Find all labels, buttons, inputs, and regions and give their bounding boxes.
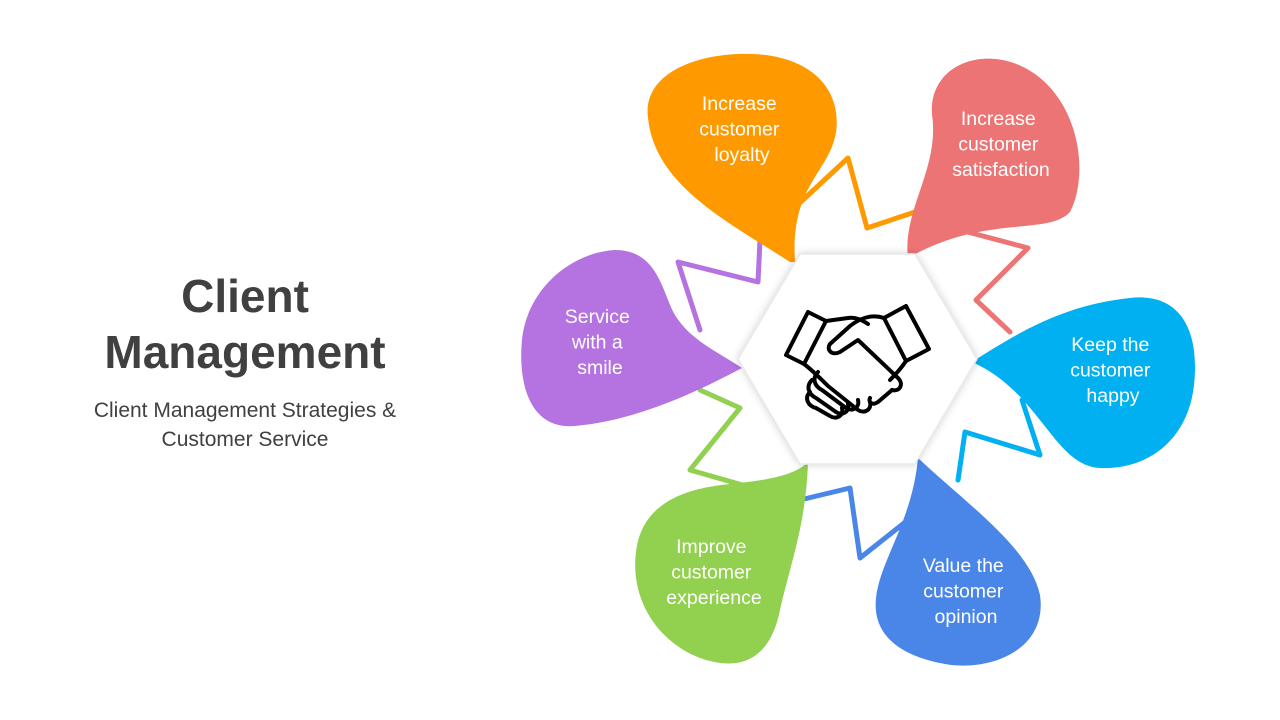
petal-label: Improve customer experience	[666, 536, 761, 609]
petal-label: Service with a smile	[565, 306, 635, 379]
petal-label: Increase customer satisfaction	[952, 108, 1050, 181]
petal-shape	[647, 53, 837, 262]
connector-happy	[955, 397, 1043, 483]
connector-loyalty	[787, 155, 918, 231]
petal-label: Keep the customer happy	[1070, 334, 1156, 407]
petal-label: Value the customer opinion	[923, 555, 1009, 628]
petal-shape	[875, 458, 1041, 666]
connector-experience	[687, 387, 763, 493]
title-line-1: Client	[181, 270, 309, 322]
handshake-icon	[784, 304, 931, 420]
petal-improve-experience[interactable]: Improve customer experience	[635, 462, 808, 664]
subtitle-line-1: Client Management Strategies &	[93, 399, 397, 422]
petal-shape	[907, 58, 1080, 258]
petal-keep-happy[interactable]: Keep the customer happy	[972, 297, 1196, 469]
slide-title: Client Management	[40, 268, 450, 380]
subtitle-line-2: Customer Service	[161, 428, 329, 451]
petal-increase-satisfaction[interactable]: Increase customer satisfaction	[907, 58, 1080, 258]
connectors	[675, 155, 1043, 561]
petal-value-opinion[interactable]: Value the customer opinion	[875, 458, 1041, 666]
petal-shape	[521, 250, 742, 427]
connector-satisfaction	[942, 223, 1031, 335]
slide-subtitle: Client Management Strategies & Customer …	[40, 396, 450, 454]
petal-shape	[972, 297, 1196, 469]
petal-label: Increase customer loyalty	[699, 93, 785, 166]
petal-service-smile[interactable]: Service with a smile	[521, 250, 742, 427]
center-hexagon	[737, 253, 978, 465]
connector-opinion	[797, 485, 921, 561]
connector-smile	[675, 237, 763, 333]
petal-increase-loyalty[interactable]: Increase customer loyalty	[647, 53, 837, 262]
petal-shape	[635, 462, 808, 664]
petals: Increase customer loyalty Increase custo…	[521, 53, 1196, 666]
title-line-2: Management	[104, 326, 386, 378]
